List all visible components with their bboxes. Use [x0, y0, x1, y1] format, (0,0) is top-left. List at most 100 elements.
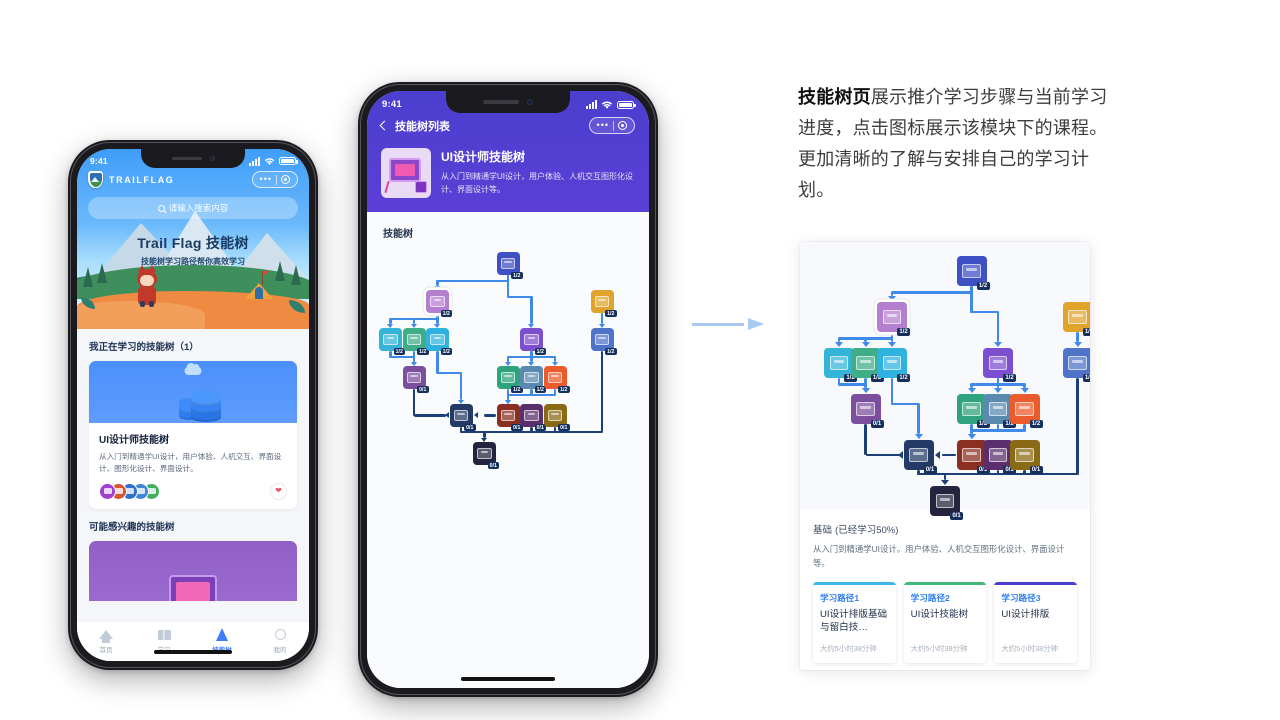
- heart-icon: ❤: [275, 486, 282, 496]
- tree-edge: [864, 338, 867, 343]
- tree-arrow-icon: [481, 437, 488, 442]
- target-circle-icon[interactable]: [618, 121, 627, 130]
- tree-arrow-icon: [934, 451, 940, 459]
- mini-program-capsule[interactable]: •••: [588, 117, 635, 134]
- skill-node[interactable]: 0/1: [956, 440, 990, 474]
- skill-node[interactable]: 0/1: [496, 404, 523, 431]
- tree-arrow-icon: [861, 388, 870, 394]
- path-label: 学习路径3: [1001, 592, 1041, 603]
- skill-node[interactable]: 0/1: [903, 440, 937, 474]
- skill-node[interactable]: 1/2: [426, 290, 452, 317]
- tree-edge: [864, 337, 894, 341]
- skill-node[interactable]: 1/2: [877, 302, 910, 336]
- skill-node[interactable]: 1/2: [1062, 302, 1090, 336]
- skilltree-title: UI设计师技能树: [441, 150, 526, 164]
- skill-node[interactable]: 0/1: [1009, 440, 1043, 474]
- skill-node[interactable]: 1/2: [496, 366, 523, 393]
- skill-node[interactable]: 0/1: [983, 440, 1016, 474]
- tree-edge: [436, 372, 463, 375]
- skill-node[interactable]: 0/1: [473, 442, 499, 469]
- signal-bars-icon: [586, 100, 597, 109]
- node-progress-badge: 1/2: [1003, 373, 1016, 382]
- tree-arrow-icon: [457, 399, 464, 404]
- more-dots-icon[interactable]: •••: [259, 174, 272, 184]
- target-circle-icon[interactable]: [281, 175, 290, 184]
- tree-edge: [459, 373, 463, 400]
- tab-medal[interactable]: 我的: [251, 627, 309, 654]
- skill-node[interactable]: 1/2: [983, 348, 1016, 382]
- skill-node[interactable]: 0/1: [449, 404, 476, 431]
- tree-edge: [864, 378, 867, 389]
- skill-node[interactable]: 1/2: [850, 348, 884, 382]
- skill-node[interactable]: 1/2: [956, 256, 990, 290]
- tree-edge: [553, 427, 557, 433]
- skill-node[interactable]: 1/2: [379, 328, 405, 355]
- skill-node[interactable]: 1/2: [1009, 394, 1043, 428]
- pine-tree-icon: [83, 267, 93, 287]
- tree-edge: [890, 332, 894, 343]
- status-bar: 9:41: [77, 149, 309, 169]
- description-lead: 技能树页: [798, 87, 871, 107]
- skill-node[interactable]: 0/1: [402, 366, 429, 393]
- search-input[interactable]: 请输入搜索内容: [88, 197, 298, 219]
- skill-node[interactable]: 1/2: [824, 348, 857, 382]
- skill-node[interactable]: 0/1: [543, 404, 570, 431]
- pine-tree-icon: [275, 261, 285, 281]
- tree-edge: [970, 286, 973, 313]
- skill-tree-card[interactable]: UI设计师技能树 从入门到精通学UI设计，用户体验、人机交互、界面设计、图形化设…: [89, 361, 297, 509]
- front-camera-icon: [209, 156, 215, 161]
- detail-title-text: 基础: [813, 525, 833, 536]
- home-icon: [77, 627, 135, 643]
- skill-node[interactable]: 1/2: [590, 290, 617, 317]
- bottom-tab-bar: 首页学习技能树我的: [77, 621, 309, 661]
- monitor-glyph-icon: [856, 402, 875, 416]
- tree-edge: [483, 414, 497, 417]
- nav-bar: 技能树列表 •••: [379, 117, 635, 134]
- tree-edge: [436, 351, 439, 374]
- mini-program-capsule[interactable]: •••: [251, 171, 298, 188]
- skill-node[interactable]: 0/1: [520, 404, 546, 431]
- tab-home[interactable]: 首页: [77, 627, 135, 654]
- skill-node[interactable]: 1/2: [520, 366, 546, 393]
- node-progress-badge: 1/2: [897, 327, 910, 336]
- node-progress-badge: 1/2: [1029, 419, 1043, 428]
- node-progress-badge: 1/2: [417, 347, 429, 355]
- skill-node[interactable]: 1/2: [590, 328, 617, 355]
- monitor-glyph-icon: [1015, 448, 1034, 462]
- tree-edge: [1023, 424, 1026, 431]
- chevron-left-icon[interactable]: [379, 120, 390, 131]
- monitor-glyph-icon: [882, 356, 902, 370]
- favorite-button[interactable]: ❤: [270, 482, 287, 500]
- tree-arrow-icon: [387, 323, 394, 328]
- tree-edge: [459, 431, 486, 434]
- skill-node[interactable]: 1/2: [1062, 348, 1090, 382]
- tree-edge: [996, 424, 1000, 431]
- skill-node[interactable]: 0/1: [930, 486, 963, 520]
- skill-node[interactable]: 1/2: [426, 328, 452, 355]
- monitor-glyph-icon: [500, 410, 516, 421]
- skill-node[interactable]: 1/2: [543, 366, 570, 393]
- monitor-glyph-icon: [524, 372, 539, 383]
- description-rest: 展示推介学习步骤与当前学习进度，点击图标展示该模块下的课程。更加清晰的了解与安排…: [798, 87, 1108, 200]
- skilltree-info: UI设计师技能树 从入门到精通学UI设计，用户体验、人机交互图形化设计、界面设计…: [381, 148, 635, 198]
- tab-label: 我的: [273, 647, 287, 654]
- tree-edge: [996, 312, 1000, 343]
- skill-node[interactable]: 0/1: [850, 394, 884, 428]
- path-title: UI设计排版基础与留白技…: [820, 608, 888, 634]
- brand-name: TRAILFLAG: [109, 174, 175, 185]
- skill-node[interactable]: 1/2: [496, 252, 523, 279]
- skill-node[interactable]: 1/2: [402, 328, 429, 355]
- skill-node[interactable]: 1/2: [956, 394, 990, 428]
- skill-node[interactable]: 1/2: [877, 348, 910, 382]
- more-dots-icon[interactable]: •••: [596, 120, 609, 130]
- tree-arrow-icon: [473, 412, 478, 419]
- monitor-glyph-icon: [882, 310, 902, 324]
- skill-node[interactable]: 1/2: [520, 328, 546, 355]
- skill-node[interactable]: 1/2: [983, 394, 1016, 428]
- monitor-glyph-icon: [453, 410, 469, 421]
- interest-skill-tree-card[interactable]: [89, 540, 297, 601]
